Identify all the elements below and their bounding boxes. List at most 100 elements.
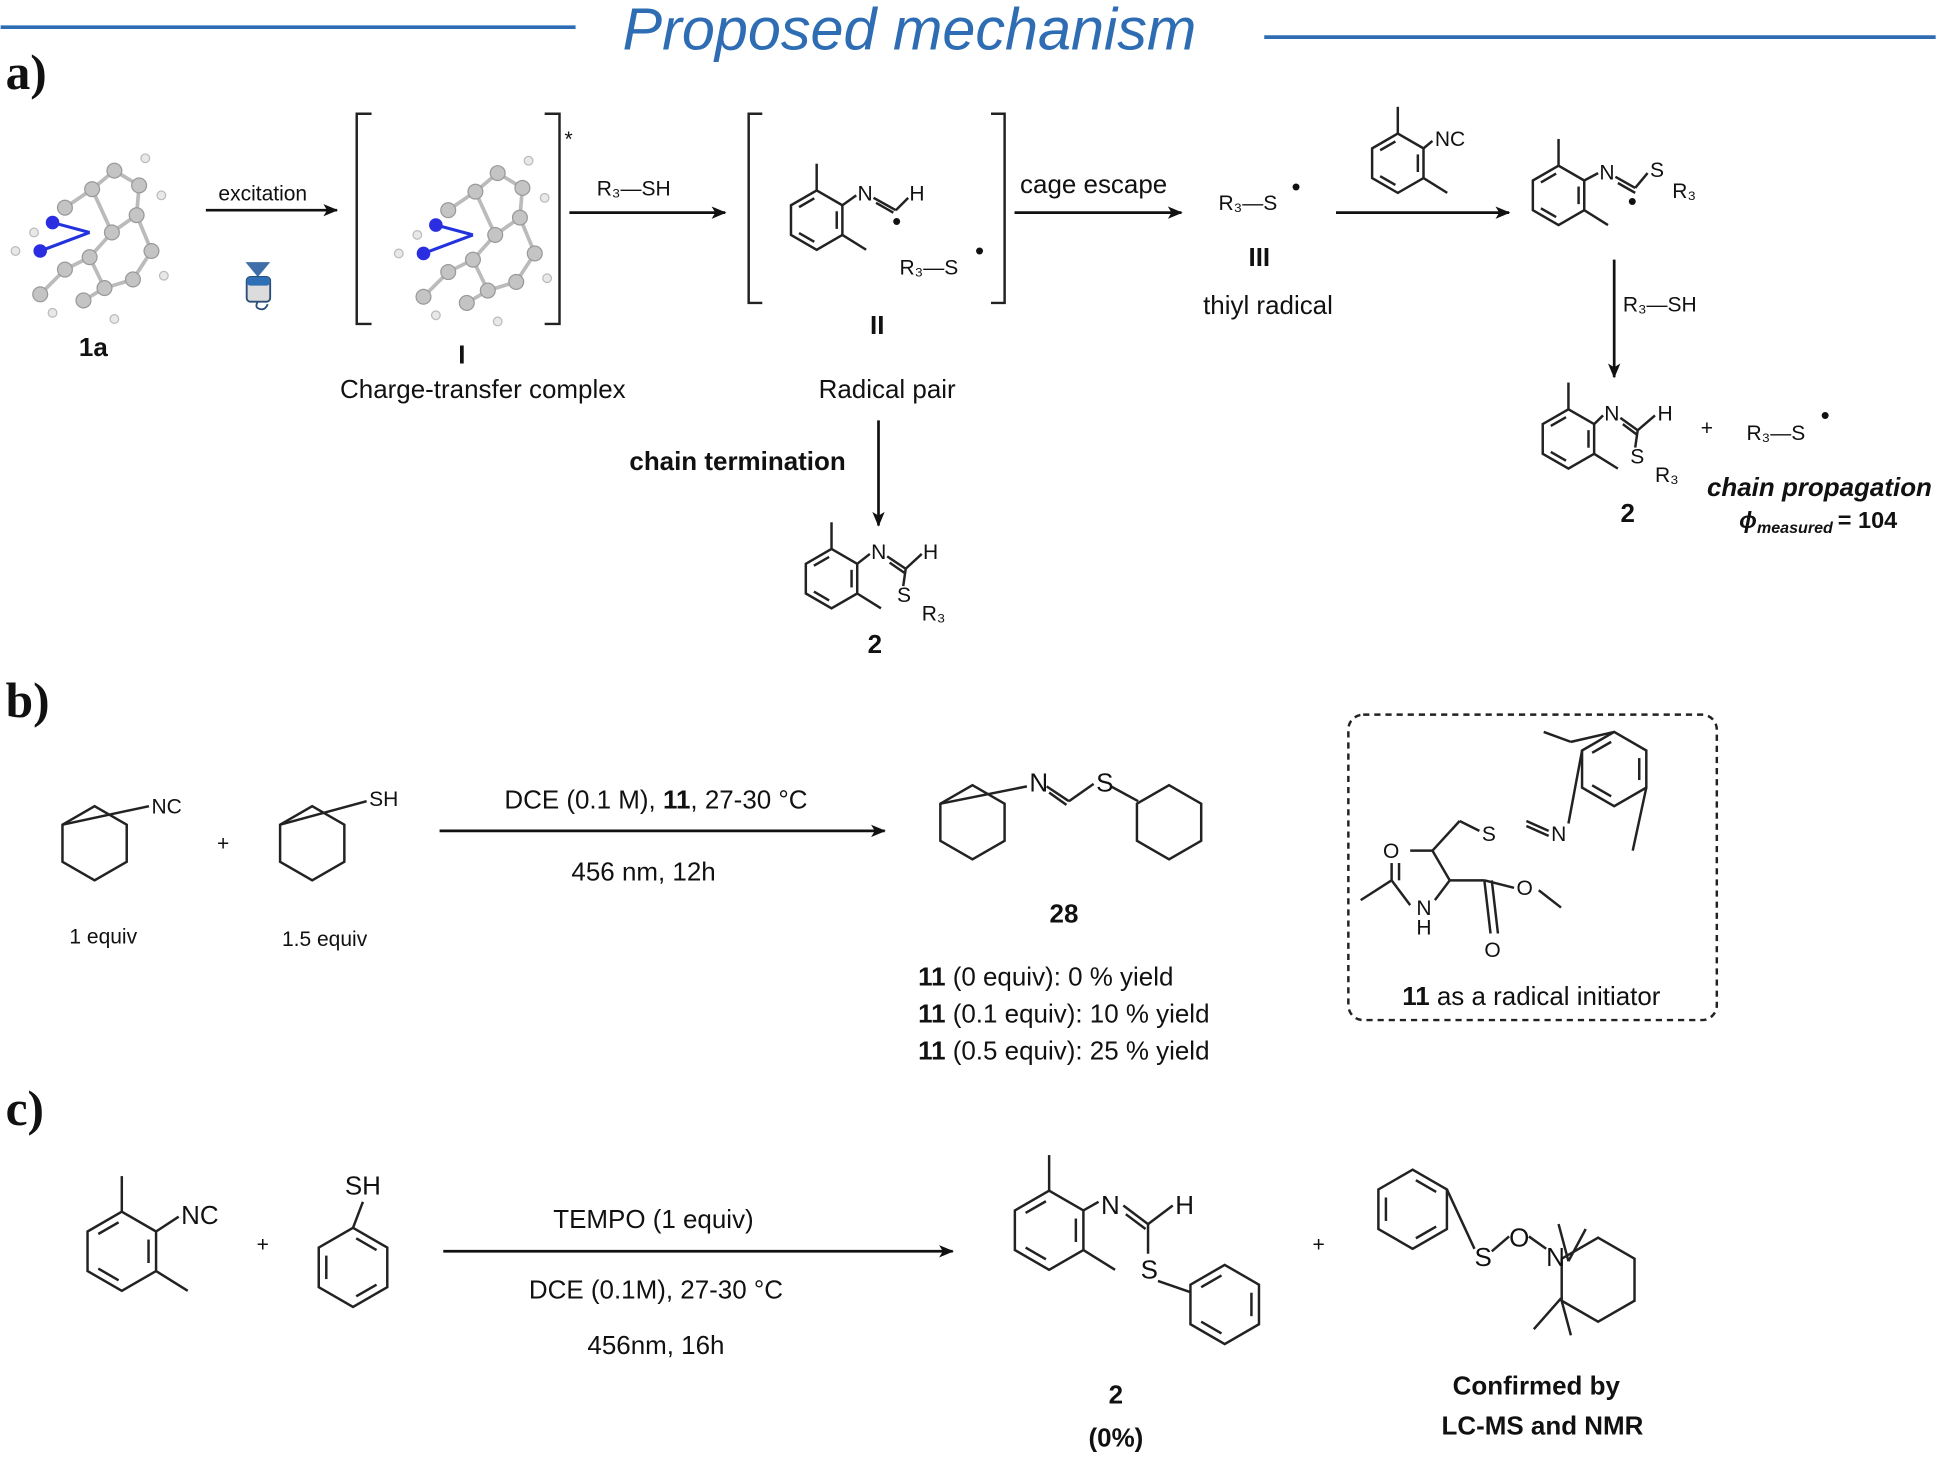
product-2-structure (1541, 382, 1656, 471)
carbon-atom (526, 245, 543, 262)
benzene-ring (1013, 1189, 1085, 1272)
bond (1024, 1200, 1047, 1215)
intermediate-III-label: III (1249, 242, 1271, 272)
conditions-c-bottom: 456nm, 16h (587, 1330, 724, 1360)
yield-row: 11 (0 equiv): 0 % yield (918, 961, 1173, 991)
bond (904, 553, 923, 570)
conditions-b-top: DCE (0.1 M), 11, 27-30 °C (504, 785, 807, 815)
cyclohexyl-isocyanide-structure (61, 804, 150, 882)
bond (1082, 1200, 1100, 1212)
atom-label: S (1482, 823, 1496, 846)
bracket-left-II (747, 112, 763, 305)
intermediate-I-label: I (458, 340, 465, 370)
bond (1068, 782, 1095, 803)
carbon-atom (489, 165, 506, 182)
bond (1583, 209, 1609, 227)
hydrogen-atom (542, 273, 553, 284)
bond (1048, 791, 1068, 806)
atom-label: S (897, 584, 911, 607)
atom-label: N (1546, 1242, 1565, 1272)
bond (798, 231, 815, 243)
bond (155, 1270, 189, 1292)
atom-label: H (923, 541, 938, 564)
bond (1122, 1204, 1149, 1226)
bond (1525, 819, 1550, 833)
page-title: Proposed mechanism (623, 0, 1197, 62)
bond (1633, 430, 1639, 448)
bond (841, 233, 867, 251)
bond (1147, 1204, 1174, 1226)
product-2-phenyl-structure (1013, 1155, 1261, 1346)
carbon-atom (479, 282, 496, 299)
hydrogen-atom (29, 227, 39, 238)
excited-state-mark: * (564, 128, 572, 151)
yield-row: 11 (0.5 equiv): 25 % yield (918, 1036, 1209, 1066)
cyclohexane-ring (278, 804, 346, 882)
charge-transfer-complex-3d-model (393, 155, 553, 327)
nitrogen-atom (429, 218, 443, 232)
carbon-atom (143, 242, 160, 260)
bond (1532, 1297, 1562, 1330)
bond (1567, 750, 1584, 824)
reactant1-group: NC (181, 1200, 219, 1230)
hydrogen-atom (140, 153, 151, 164)
bond (1614, 175, 1636, 190)
product-28-label: 28 (1050, 898, 1079, 928)
bond (813, 555, 830, 567)
plus-sign: + (1313, 1233, 1325, 1256)
carbon-atom (467, 183, 484, 200)
compound-1a-3d-model (10, 153, 169, 324)
atom-label: H (1416, 917, 1431, 940)
intermediate-III-name: thiyl radical (1203, 290, 1333, 320)
reactant2-group: SH (345, 1170, 381, 1200)
section-a-label: a) (6, 45, 47, 100)
nitrogen-atom (45, 215, 60, 230)
bond (1379, 175, 1397, 187)
aryl-isocyanide-structure (86, 1176, 189, 1293)
carbon-atom (440, 263, 457, 281)
regenerated-thiyl: R₃—S (1746, 422, 1805, 445)
termination-product-structure (804, 522, 923, 610)
bond (813, 590, 830, 602)
conditions-c-mid: DCE (0.1M), 27-30 °C (529, 1274, 783, 1304)
bond (1379, 140, 1397, 152)
bond (155, 1215, 180, 1233)
benzene-ring (804, 547, 859, 610)
bond (1110, 785, 1139, 803)
propagation-reagent: R₃—SH (1623, 294, 1697, 317)
bracket-right-II (991, 112, 1006, 305)
yield-row: 11 (0.1 equiv): 10 % yield (918, 999, 1209, 1029)
bond (841, 194, 857, 207)
imidoyl-radical-structure (789, 163, 910, 252)
hydrogen-atom (393, 248, 404, 259)
bond (1431, 850, 1451, 881)
atom-label: O (1383, 840, 1399, 863)
carbon-atom (128, 207, 145, 224)
atom-label: H (1175, 1190, 1194, 1220)
bond (1538, 889, 1562, 909)
benzene-ring (1377, 1168, 1449, 1251)
bond (1550, 450, 1567, 462)
bond (894, 196, 910, 212)
section-c-label: c) (6, 1081, 44, 1136)
hydrogen-atom (539, 192, 550, 203)
bond (1157, 1279, 1191, 1294)
hydrogen-atom (156, 190, 167, 201)
bond (1415, 1179, 1437, 1194)
carbon-atom (81, 249, 98, 266)
atom-label: N (1416, 897, 1431, 920)
carbon-atom (511, 209, 528, 226)
hydrogen-atom (430, 310, 441, 321)
benzene-ring (1541, 407, 1596, 471)
chain-propagation-label: chain propagation (1707, 472, 1932, 502)
bond (1045, 785, 1070, 803)
bond (1415, 1225, 1437, 1240)
bond (351, 1201, 365, 1229)
bond (1484, 879, 1515, 889)
carbon-atom (56, 199, 73, 216)
bond (1593, 414, 1604, 425)
bond (1634, 172, 1649, 189)
reactant1-equiv: 1 equiv (69, 925, 137, 948)
atom-label: N (1551, 823, 1566, 846)
carbon-atom (106, 162, 123, 179)
